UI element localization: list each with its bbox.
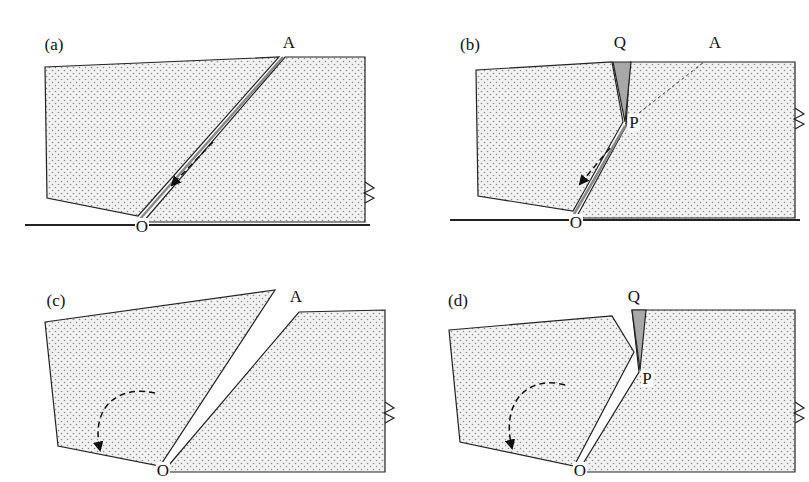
point-label: A (708, 34, 722, 51)
panel-label: (d) (447, 292, 469, 309)
panel-label: (b) (459, 36, 481, 53)
panel-label: (c) (46, 292, 67, 309)
fixed-block (143, 57, 365, 222)
fixed-block (578, 310, 795, 472)
panel-label: (a) (44, 36, 65, 53)
point-label: O (573, 462, 587, 479)
point-label: P (628, 114, 639, 131)
point-label: A (282, 34, 296, 51)
point-label: O (135, 218, 149, 235)
fixed-block (163, 310, 385, 472)
point-label: P (641, 370, 652, 387)
point-label: Q (613, 34, 627, 51)
wedge (632, 310, 646, 370)
fixed-block (576, 62, 795, 218)
point-label: Q (627, 288, 641, 305)
point-label: O (569, 214, 583, 231)
point-label: O (156, 462, 170, 479)
point-label: A (289, 288, 303, 305)
